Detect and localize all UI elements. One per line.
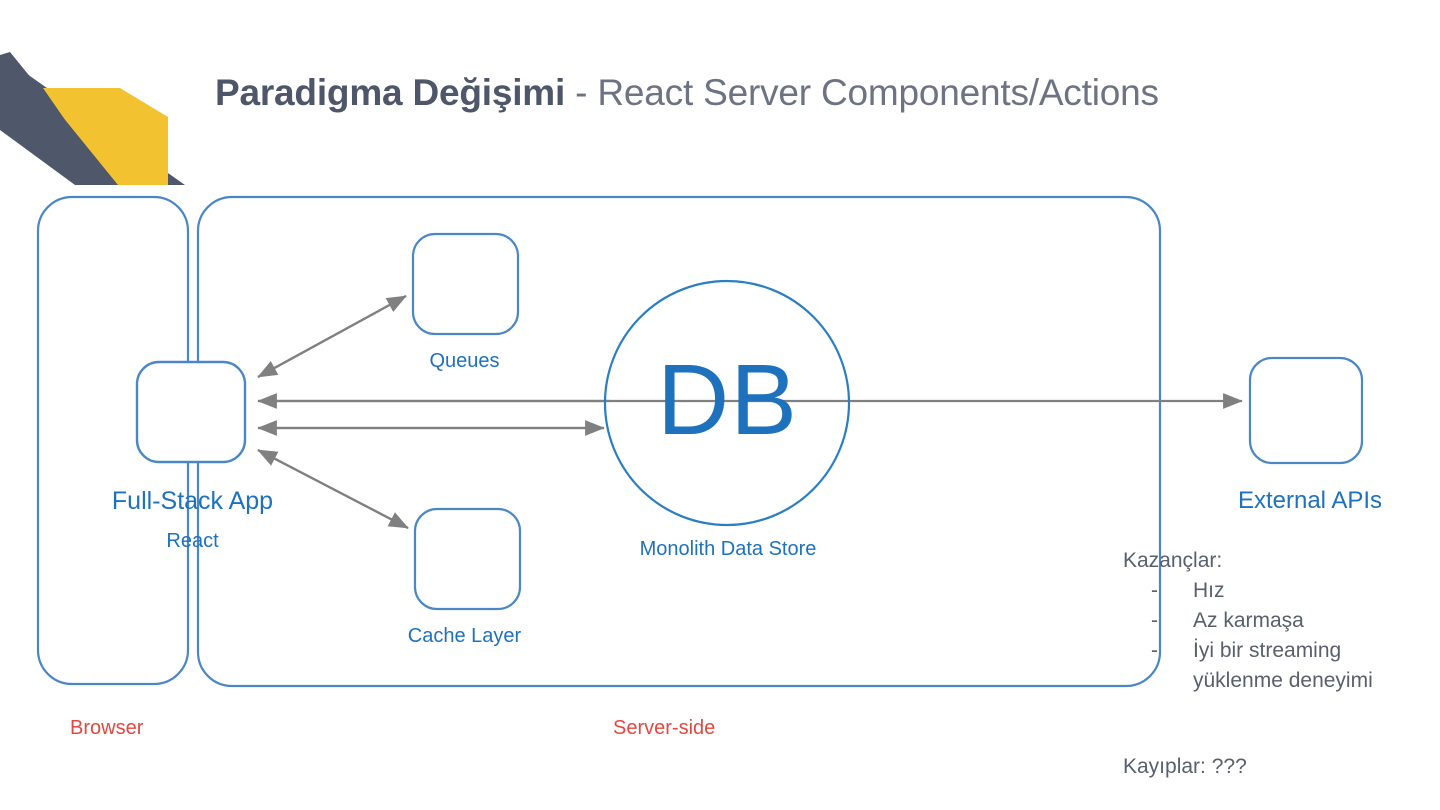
list-item-label: Az karmaşa [1193,609,1304,632]
node-label-fullstack-app: Full-Stack App [111,487,274,515]
bullet-dash: - [1151,609,1158,632]
node-queues[interactable] [411,232,520,336]
notes-losses: Kayıplar: ??? [1123,755,1247,778]
notes-gains-list: - Hız - Az karmaşa - İyi bir streaming y… [1123,576,1438,696]
bullet-dash: - [1151,639,1158,662]
list-item: - Hız [1123,576,1438,606]
node-label-queues: Queues [429,350,500,372]
node-label-monolith-data-store: Monolith Data Store [639,538,817,560]
list-item-label: Hız [1193,579,1225,602]
edge-fullstack-cache-in [257,449,409,529]
list-item-label: İyi bir streaming [1193,639,1342,662]
node-label-cache-layer: Cache Layer [407,625,522,647]
node-sublabel-react: React [166,530,219,552]
list-item: - Az karmaşa [1123,606,1438,636]
bullet-dash: - [1151,579,1158,602]
list-item-label: yüklenme deneyimi [1193,669,1373,692]
list-item: - İyi bir streaming [1123,636,1438,666]
zone-label-browser: Browser [70,717,144,739]
zone-label-server-side: Server-side [613,717,716,739]
node-label-external-apis: External APIs [1237,487,1383,514]
node-fullstack-app[interactable] [135,360,247,464]
notes-gains-heading: Kazançlar: [1123,549,1223,572]
node-database[interactable] [603,279,851,527]
edge-fullstack-queues-in [257,295,407,378]
node-external-apis[interactable] [1248,356,1364,465]
page-title-light: - React Server Components/Actions [565,72,1159,113]
list-item-continuation: yüklenme deneyimi [1123,666,1438,696]
notes-panel: Kazançlar: - Hız - Az karmaşa - İyi bir … [1123,546,1438,782]
database-inner-label: DB [657,344,798,456]
node-cache-layer[interactable] [413,507,522,611]
page-title-bold: Paradigma Değişimi [215,72,566,113]
page-title: Paradigma Değişimi - React Server Compon… [215,72,1159,115]
